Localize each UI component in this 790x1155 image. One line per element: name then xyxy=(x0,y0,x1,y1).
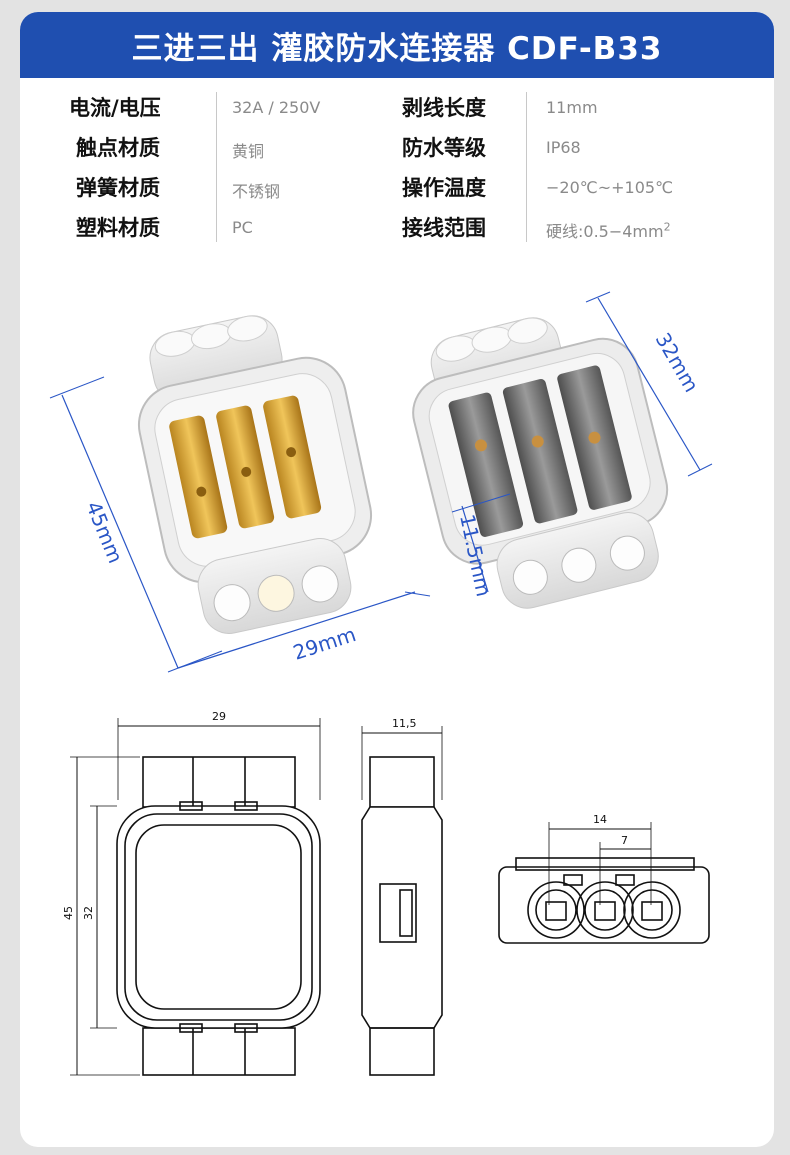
spec-value: 32A / 250V xyxy=(232,98,321,117)
dim-side-thickness: 11,5 xyxy=(392,717,417,730)
dim-front-width: 29 xyxy=(212,710,226,723)
spec-value: 11mm xyxy=(546,98,598,117)
spec-label: 塑料材质 xyxy=(76,216,160,240)
dim-end-pitch: 7 xyxy=(621,834,628,847)
connector-angled-photo xyxy=(412,317,669,609)
spec-label: 电流/电压 xyxy=(69,96,161,120)
spec-label: 操作温度 xyxy=(402,176,486,200)
drawing-front-view xyxy=(70,718,321,1076)
dim-label-32mm: 32mm xyxy=(651,329,704,397)
divider xyxy=(216,92,217,242)
spec-label: 接线范围 xyxy=(402,216,486,240)
connector-front-photo xyxy=(137,315,373,634)
spec-value: 不锈钢 xyxy=(232,182,281,201)
dimension-width-left xyxy=(177,591,431,669)
spec-label: 防水等级 xyxy=(402,136,486,160)
dimension-height-left xyxy=(49,376,223,673)
dimension-thickness-right xyxy=(451,493,511,593)
dim-end-spacing: 14 xyxy=(593,813,607,826)
spec-value: 黄铜 xyxy=(232,142,265,161)
dim-front-inner-height: 32 xyxy=(82,906,95,920)
dimension-length-right xyxy=(585,291,713,477)
drawing-side-view xyxy=(361,726,443,1076)
dim-front-height: 45 xyxy=(62,906,75,920)
spec-value: 硬线:0.5−4mm2 xyxy=(546,220,671,241)
page-title: 三进三出 灌胶防水连接器 CDF-B33 xyxy=(20,12,774,78)
drawing-end-view xyxy=(498,822,710,944)
spec-value: PC xyxy=(232,218,253,237)
spec-label: 弹簧材质 xyxy=(76,176,160,200)
spec-value: IP68 xyxy=(546,138,581,157)
spec-value: −20℃~+105℃ xyxy=(546,178,674,197)
spec-label: 触点材质 xyxy=(76,136,160,160)
divider xyxy=(526,92,527,242)
spec-label: 剥线长度 xyxy=(402,96,486,120)
